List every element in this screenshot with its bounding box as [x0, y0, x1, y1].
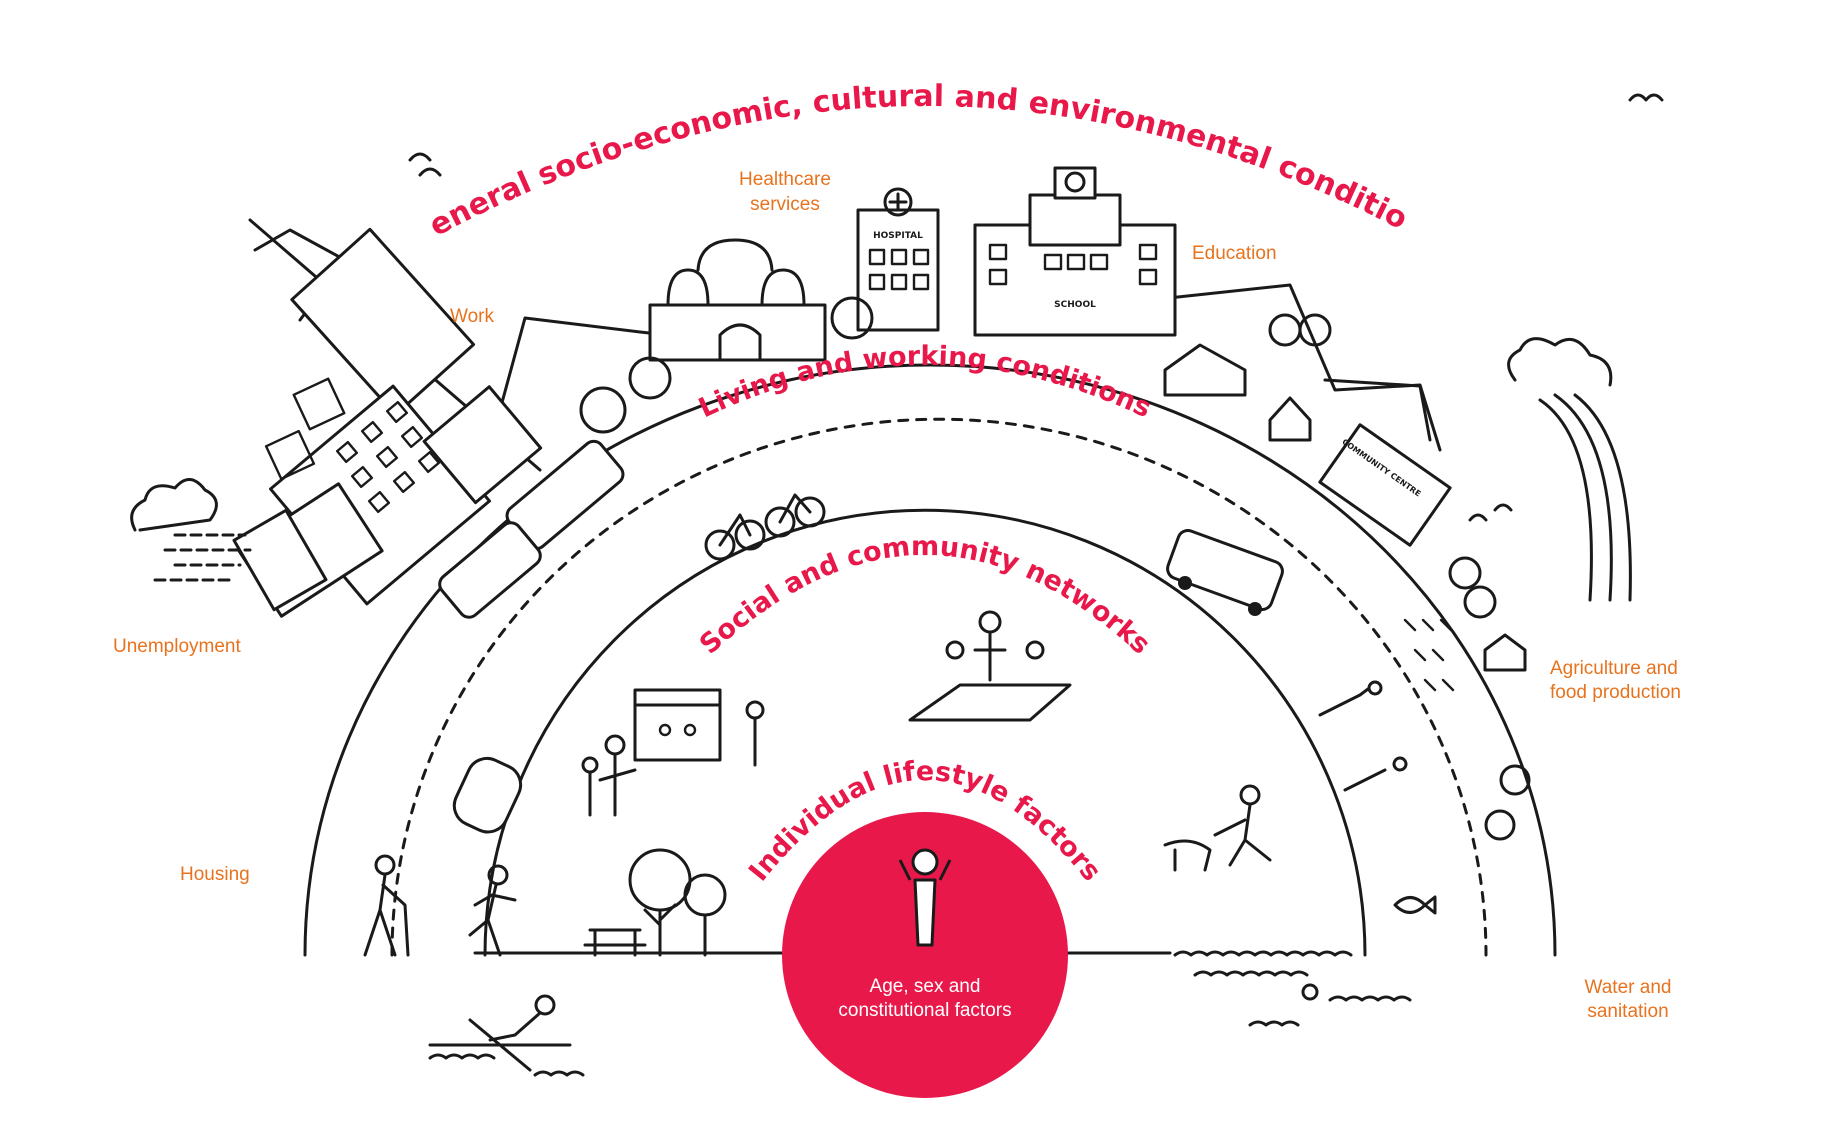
label-housing: Housing: [180, 864, 250, 885]
cathedral-building: [648, 238, 827, 362]
dog-walker-icon: [1163, 784, 1272, 872]
car-icon: [452, 756, 523, 834]
weather: [130, 93, 1664, 602]
fish-icon: [1393, 895, 1437, 915]
label-work: Work: [450, 306, 494, 327]
label-agriculture-line1: Agriculture and: [1550, 658, 1678, 679]
birds-left-icon: [408, 152, 442, 177]
community-centre-building: COMMUNITY CENTRE: [1318, 423, 1452, 547]
skyline: HOSPITAL SCHOOL CO: [232, 166, 1497, 619]
houses: [1163, 343, 1312, 442]
rain-cloud-right-icon: [1507, 337, 1613, 387]
cyclists-icon: [704, 493, 826, 561]
label-healthcare-line1: Healthcare: [739, 169, 831, 190]
label-unemployment: Unemployment: [113, 636, 241, 657]
label-water-line1: Water and: [1585, 977, 1672, 998]
rower-icon: [428, 994, 585, 1077]
right-hill-outline: [1148, 283, 1442, 452]
label-agriculture-line2: food production: [1550, 682, 1681, 703]
solar-panels: [264, 377, 346, 481]
community-ring: [483, 508, 1367, 957]
core-label-line1: Age, sex and: [870, 976, 981, 997]
label-water-line2: sanitation: [1587, 1001, 1668, 1022]
birds-right-icon: [1468, 503, 1513, 522]
core-circle: Age, sex and constitutional factors: [782, 812, 1068, 1098]
street-lamps-icon: [1318, 680, 1408, 792]
train: [438, 439, 625, 619]
crops-and-animals-icon: [1403, 618, 1531, 841]
label-healthcare-line2: services: [750, 194, 820, 215]
school-building: SCHOOL: [973, 166, 1177, 337]
factor-labels: Healthcare services Education Work Unemp…: [113, 169, 1681, 1022]
school-sign: SCHOOL: [1054, 300, 1096, 310]
hospital-building: HOSPITAL: [856, 187, 940, 332]
factory: [232, 508, 328, 612]
market-stall-icon: [581, 688, 765, 817]
label-education: Education: [1192, 243, 1277, 264]
trees: [579, 296, 1497, 619]
family-picnic-icon: [908, 610, 1072, 722]
cloud-left-icon: [130, 478, 218, 532]
ring-label-community-networks: Social and community networks: [694, 531, 1156, 660]
runner-icon: [468, 864, 517, 957]
core-label-line2: constitutional factors: [838, 1000, 1011, 1021]
window-grid: [335, 400, 441, 514]
person-arms-raised-icon: [898, 848, 952, 947]
activities: [363, 493, 1531, 1077]
living-conditions-ring: [390, 417, 1488, 957]
far-right-hill: [1323, 378, 1432, 442]
hospital-sign: HOSPITAL: [873, 231, 923, 241]
birds-top-icon: [1628, 93, 1664, 102]
ambulance-icon: [1166, 529, 1284, 616]
ring-label-general-conditions: General socio-economic, cultural and env…: [0, 0, 1413, 244]
park-tree-bench-icon: [583, 848, 727, 957]
walker-with-cane-icon: [363, 854, 410, 957]
outer-ring: [303, 363, 1557, 957]
swimmer-waves-icon: [1173, 950, 1412, 1027]
